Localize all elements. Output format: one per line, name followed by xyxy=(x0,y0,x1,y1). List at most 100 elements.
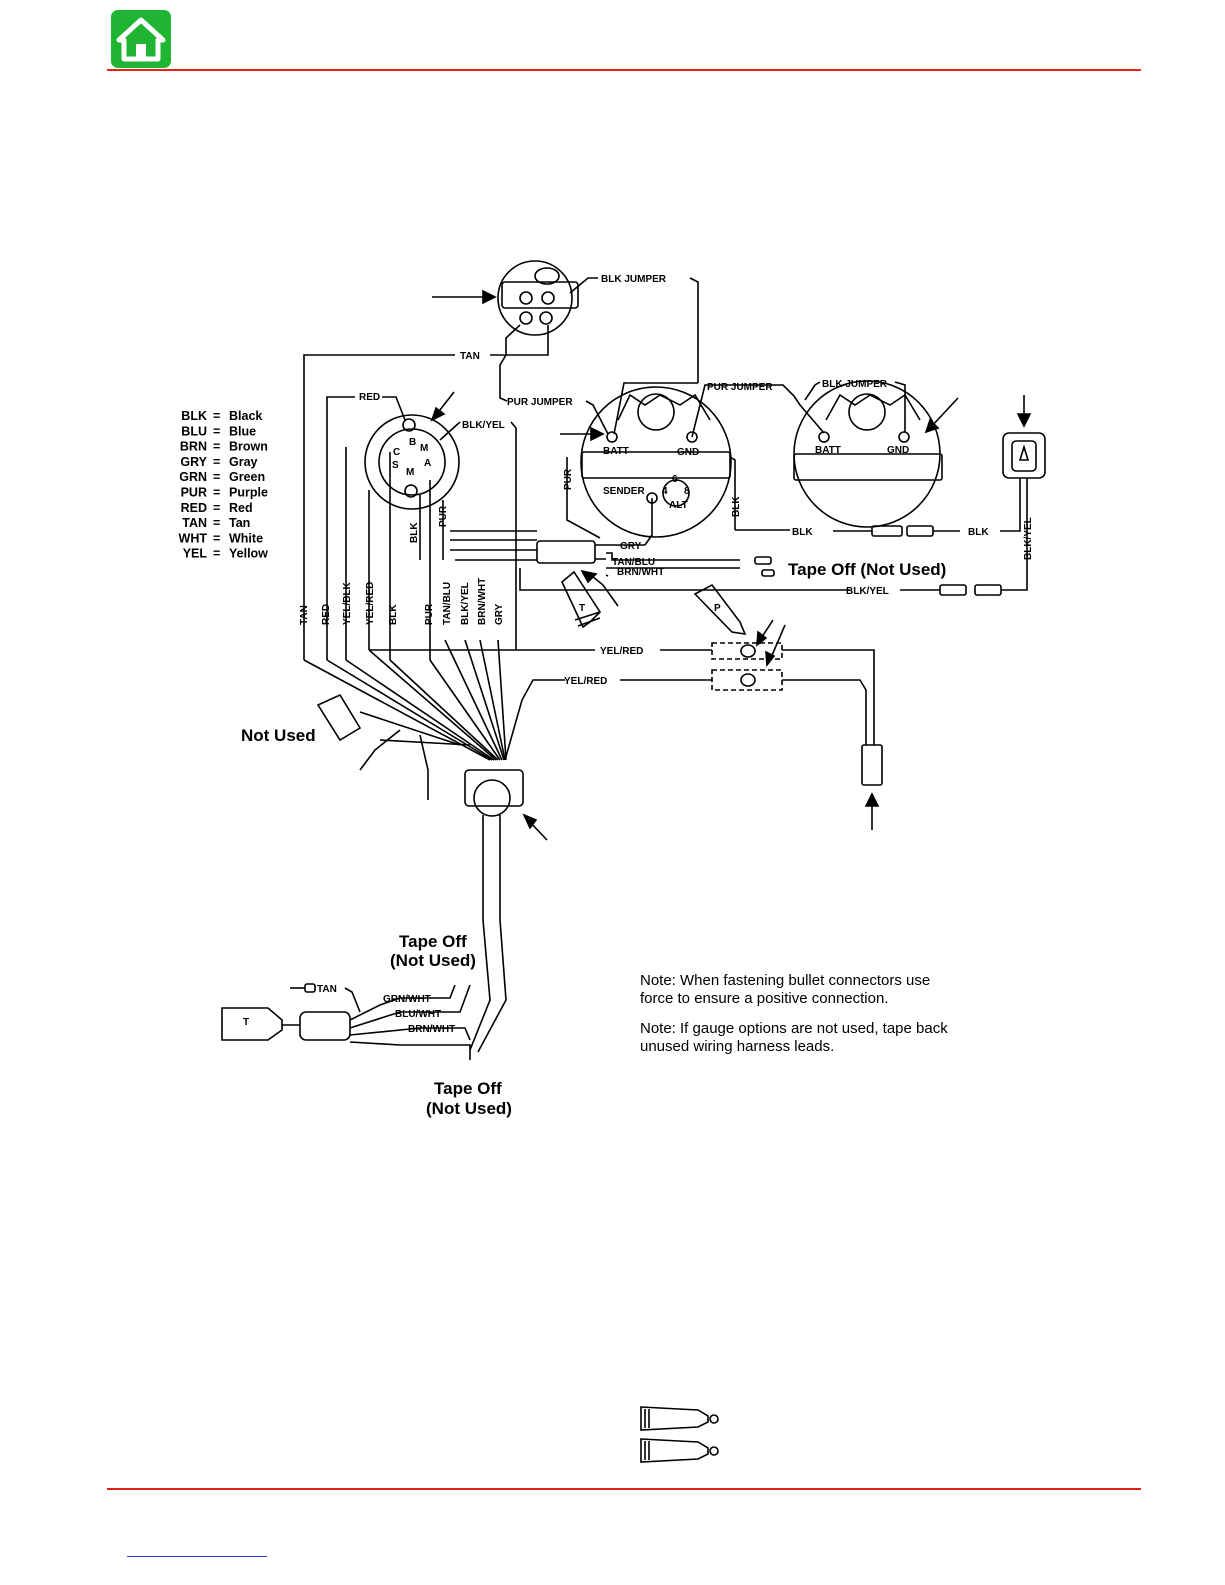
footer-link-underline[interactable] xyxy=(127,1556,267,1557)
legend-code: TAN xyxy=(182,516,207,530)
label-sw-c: C xyxy=(393,447,400,458)
label-blk-yel-vertical: BLK/YEL xyxy=(1023,517,1034,560)
harness-label: RED xyxy=(321,604,332,625)
legend-code: BLU xyxy=(181,424,207,438)
legend-code: BRN xyxy=(180,440,207,454)
note-1-line-1: Note: When fastening bullet connectors u… xyxy=(640,972,930,989)
label-sw-s: S xyxy=(392,460,399,471)
label-yel-red-1: YEL/RED xyxy=(600,646,643,657)
harness-label: BLK/YEL xyxy=(460,582,471,625)
legend-name: Gray xyxy=(229,455,258,469)
legend-name: Black xyxy=(229,409,262,423)
legend-code: WHT xyxy=(179,531,208,545)
label-tube-t-bottom: T xyxy=(243,1017,249,1028)
ignition-switch xyxy=(364,414,460,510)
label-pur-jumper-left: PUR JUMPER xyxy=(507,397,573,408)
label-blk-jumper-top: BLK JUMPER xyxy=(601,274,667,285)
harness-label: YEL/BLK xyxy=(342,581,353,625)
callout-tape-off-main: Tape Off (Not Used) xyxy=(788,560,946,579)
label-gnd-1: GND xyxy=(677,447,699,458)
label-brn-wht: BRN/WHT xyxy=(617,567,664,578)
label-batt-1: BATT xyxy=(603,446,629,457)
header-rule xyxy=(107,69,1141,71)
legend-equals: = xyxy=(213,501,220,515)
legend-equals: = xyxy=(213,424,220,438)
legend-code: BLK xyxy=(181,409,207,423)
label-brn-wht-small: BRN/WHT xyxy=(408,1024,455,1035)
harness-plug xyxy=(464,769,524,807)
footer-rule xyxy=(107,1488,1141,1490)
not-used-plug xyxy=(316,693,471,800)
note-2-line-2: unused wiring harness leads. xyxy=(640,1038,834,1055)
label-red: RED xyxy=(359,392,380,403)
legend-code: PUR xyxy=(181,486,207,500)
label-batt-2: BATT xyxy=(815,445,841,456)
label-gry: GRY xyxy=(620,541,642,552)
legend-name: Brown xyxy=(229,440,268,454)
tube-p xyxy=(693,583,747,636)
legend-name: Green xyxy=(229,470,265,484)
label-pur-v: PUR xyxy=(438,505,449,527)
label-blk-v: BLK xyxy=(409,522,420,543)
legend-code: RED xyxy=(181,501,207,515)
label-sw-m1: M xyxy=(420,443,428,454)
callout-not-used: Not Used xyxy=(241,726,316,745)
label-sw-b: B xyxy=(409,437,416,448)
harness-label: TAN/BLU xyxy=(442,582,453,625)
tube-icon-1 xyxy=(640,1406,719,1431)
label-sender: SENDER xyxy=(603,486,645,497)
home-button[interactable] xyxy=(111,10,171,68)
callout-tape-off-1a: Tape Off xyxy=(399,932,467,951)
arrow-right-gauge xyxy=(929,397,959,429)
label-grn-wht: GRN/WHT xyxy=(383,994,431,1005)
label-blk-h1: BLK xyxy=(792,527,813,538)
legend-name: Red xyxy=(229,501,253,515)
legend-name: Tan xyxy=(229,516,250,530)
legend-name: White xyxy=(229,531,263,545)
label-tan-blu: TAN/BLU xyxy=(612,557,655,568)
tube-t-bottom xyxy=(221,1007,300,1041)
sensor-plug xyxy=(861,744,883,786)
label-tan-small: TAN xyxy=(317,984,337,995)
label-blu-wht: BLU/WHT xyxy=(395,1009,441,1020)
harness-label: PUR xyxy=(424,603,435,625)
label-tube-t: T xyxy=(579,603,585,614)
label-sw-m2: M xyxy=(406,467,414,478)
tube-icon-2 xyxy=(640,1438,719,1463)
key-switch xyxy=(497,260,579,336)
legend-equals: = xyxy=(213,547,220,561)
label-blk-yel: BLK/YEL xyxy=(462,420,505,431)
legend-code: GRN xyxy=(179,470,207,484)
home-icon xyxy=(116,17,166,62)
tachometer-gauge xyxy=(580,386,732,538)
harness-label: GRY xyxy=(494,603,505,625)
label-yel-red-2: YEL/RED xyxy=(564,676,607,687)
label-alt: ALT xyxy=(669,500,688,511)
callout-tape-off-2b: (Not Used) xyxy=(426,1099,512,1118)
label-sw-a: A xyxy=(424,458,431,469)
label-pur-jumper-mid: PUR JUMPER xyxy=(707,382,773,393)
legend-code: GRY xyxy=(180,455,207,469)
label-gnd-2: GND xyxy=(887,445,909,456)
harness-label: BRN/WHT xyxy=(477,578,488,625)
label-gauge-6: 6 xyxy=(672,474,678,485)
label-blk-side: BLK xyxy=(731,496,742,517)
label-blk-h2: BLK xyxy=(968,527,989,538)
harness-label: BLK xyxy=(388,604,399,625)
label-tube-p: P xyxy=(714,603,721,614)
switch-box xyxy=(1002,432,1046,479)
callout-tape-off-1b: (Not Used) xyxy=(390,951,476,970)
label-gauge-8: 8 xyxy=(684,486,690,497)
label-pur-side: PUR xyxy=(563,468,574,490)
legend-equals: = xyxy=(213,440,220,454)
note-2-line-1: Note: If gauge options are not used, tap… xyxy=(640,1020,948,1037)
label-tan: TAN xyxy=(460,351,480,362)
label-blk-jumper-right: BLK JUMPER xyxy=(822,379,888,390)
legend-name: Blue xyxy=(229,424,256,438)
label-gauge-4: 4 xyxy=(662,486,668,497)
tube-t xyxy=(561,570,602,629)
legend-equals: = xyxy=(213,409,220,423)
